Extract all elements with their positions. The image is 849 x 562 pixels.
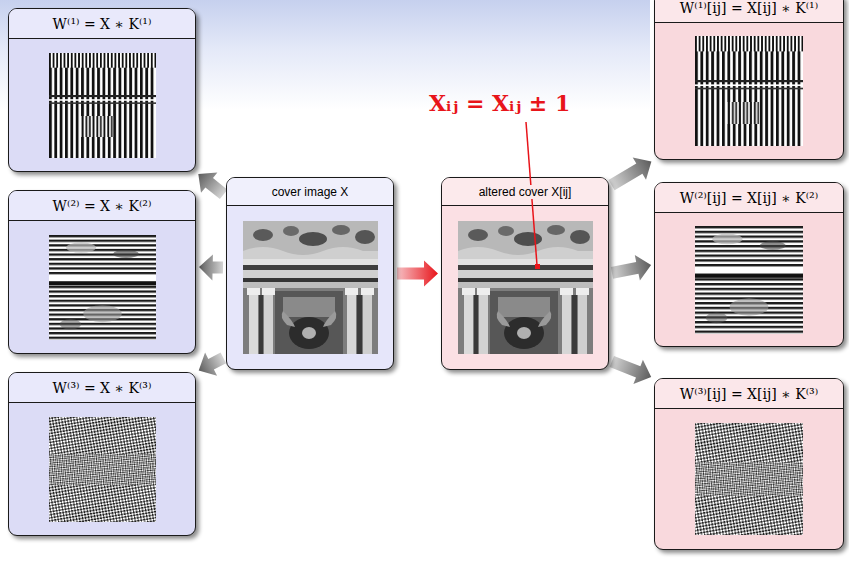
box-header: W⁽²⁾ = X ∗ K⁽²⁾ xyxy=(9,191,195,221)
feature-map-image xyxy=(695,36,803,146)
feature-map-image xyxy=(49,53,156,158)
box-title: cover image X xyxy=(270,185,351,199)
feature-map-image xyxy=(49,417,156,522)
block-arrow xyxy=(609,158,652,191)
box-title: altered cover X[ij] xyxy=(477,185,574,199)
block-arrow xyxy=(610,356,652,384)
cover-photo xyxy=(458,221,593,354)
box-header: W⁽³⁾[ij] = X[ij] ∗ K⁽³⁾ xyxy=(655,379,843,409)
image-box: cover image X xyxy=(226,177,394,370)
feature-map-image xyxy=(695,226,803,334)
block-arrow xyxy=(397,261,438,287)
annotation-label: Xᵢⱼ = Xᵢⱼ ± 1 xyxy=(429,90,570,116)
feature-map-box: W⁽²⁾ = X ∗ K⁽²⁾ xyxy=(8,190,196,354)
box-header: W⁽³⁾ = X ∗ K⁽³⁾ xyxy=(9,373,195,403)
block-arrow xyxy=(199,254,223,280)
image-box: altered cover X[ij] xyxy=(441,177,609,370)
feature-map-box: W⁽¹⁾[ij] = X[ij] ∗ K⁽¹⁾ xyxy=(654,0,844,160)
block-arrow xyxy=(199,353,226,376)
cover-photo xyxy=(243,221,378,354)
box-header: altered cover X[ij] xyxy=(442,178,608,206)
box-title: W⁽²⁾ = X ∗ K⁽²⁾ xyxy=(51,198,154,214)
box-title: W⁽³⁾[ij] = X[ij] ∗ K⁽³⁾ xyxy=(678,386,820,402)
box-title: W⁽¹⁾ = X ∗ K⁽¹⁾ xyxy=(51,16,154,32)
block-arrow xyxy=(198,173,227,200)
feature-map-box: W⁽¹⁾ = X ∗ K⁽¹⁾ xyxy=(8,8,196,172)
box-header: cover image X xyxy=(227,178,393,206)
feature-map-box: W⁽³⁾ = X ∗ K⁽³⁾ xyxy=(8,372,196,536)
feature-map-box: W⁽³⁾[ij] = X[ij] ∗ K⁽³⁾ xyxy=(654,378,844,550)
block-arrow xyxy=(611,255,651,281)
feature-map-box: W⁽²⁾[ij] = X[ij] ∗ K⁽²⁾ xyxy=(654,182,844,347)
feature-map-image xyxy=(49,235,156,340)
box-title: W⁽³⁾ = X ∗ K⁽³⁾ xyxy=(51,380,154,396)
box-header: W⁽¹⁾[ij] = X[ij] ∗ K⁽¹⁾ xyxy=(655,0,843,23)
box-title: W⁽¹⁾[ij] = X[ij] ∗ K⁽¹⁾ xyxy=(678,0,820,16)
box-title: W⁽²⁾[ij] = X[ij] ∗ K⁽²⁾ xyxy=(678,190,820,206)
box-header: W⁽¹⁾ = X ∗ K⁽¹⁾ xyxy=(9,9,195,39)
feature-map-image xyxy=(695,423,803,535)
box-header: W⁽²⁾[ij] = X[ij] ∗ K⁽²⁾ xyxy=(655,183,843,213)
